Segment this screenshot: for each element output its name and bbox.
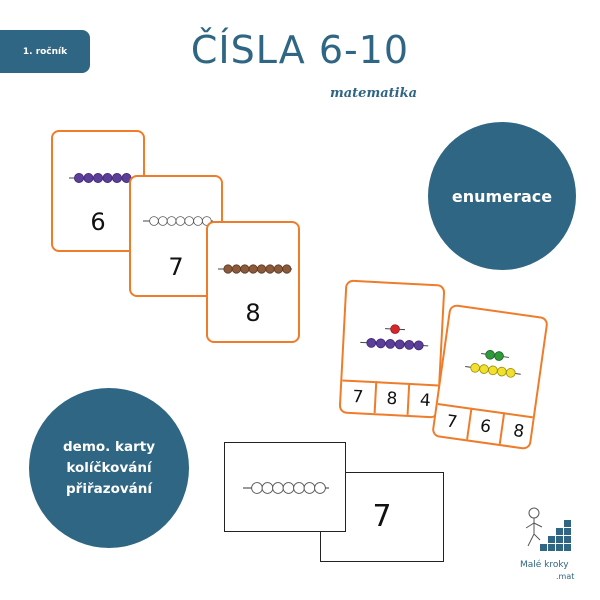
bead-string-icon <box>218 264 292 274</box>
demo-card-beads <box>224 442 346 532</box>
logo-name: Malé kroky <box>520 560 569 570</box>
enumerace-label: enumerace <box>451 186 553 206</box>
logo-sub: .mat <box>556 572 575 581</box>
peg-option[interactable]: 8 <box>498 412 537 449</box>
peg-option[interactable]: 6 <box>466 407 504 444</box>
bead-string-icon <box>69 173 132 183</box>
activity-line: kolíčkování <box>66 459 152 476</box>
peg-option[interactable]: 7 <box>433 402 471 440</box>
card-number: 7 <box>168 253 184 281</box>
bead-string-icon <box>465 349 521 378</box>
page-subtitle: matematika <box>330 86 418 101</box>
peg-card-1: 7 8 4 <box>338 279 446 419</box>
bead-string-icon <box>243 482 329 494</box>
demo-number: 7 <box>372 499 392 534</box>
activity-line: přiřazování <box>66 480 152 497</box>
bead-string-icon <box>143 216 213 226</box>
logo-text: Malé kroky <box>520 560 569 570</box>
card-number: 6 <box>90 208 106 236</box>
grade-tab: 1. ročník <box>0 30 90 73</box>
bead-string-icon <box>360 324 429 351</box>
peg-option[interactable]: 7 <box>340 379 376 414</box>
grade-label: 1. ročník <box>22 46 68 57</box>
enumerace-circle: enumerace <box>428 122 576 270</box>
card-number: 8 <box>245 299 261 327</box>
page-title: ČÍSLA 6-10 <box>190 28 410 72</box>
activity-line: demo. karty <box>63 438 155 455</box>
logo-icon <box>525 507 571 551</box>
activities-circle: demo. karty kolíčkování přiřazování <box>29 388 189 548</box>
logo-subtext: .mat <box>556 572 574 581</box>
peg-option[interactable]: 8 <box>373 381 409 415</box>
number-card-8: 8 <box>206 221 300 343</box>
peg-card-2: 7 6 8 <box>431 303 549 451</box>
bead-row <box>74 173 132 183</box>
